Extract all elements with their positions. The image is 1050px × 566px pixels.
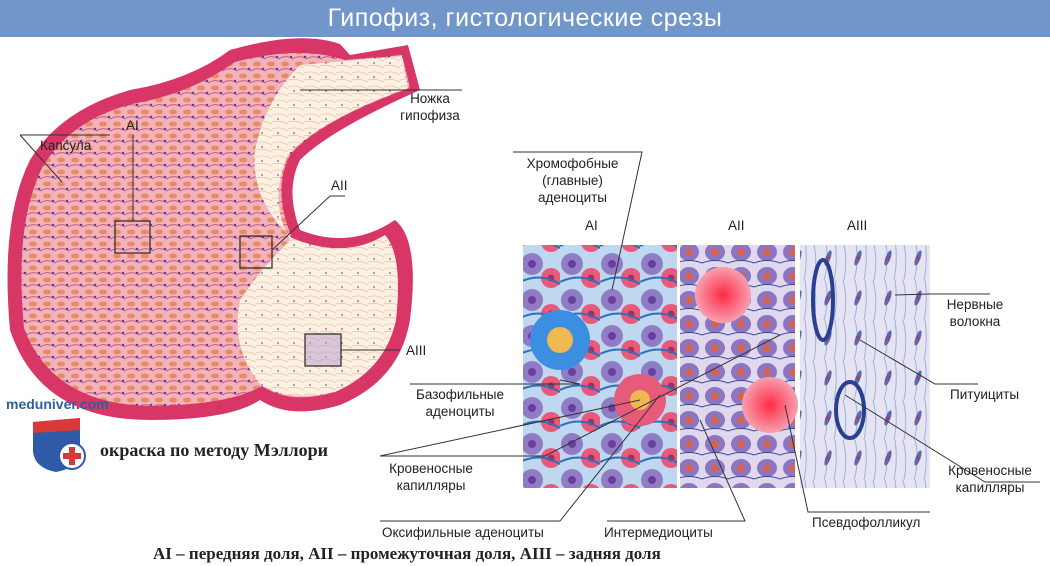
- label-line: капилляры: [955, 480, 1025, 495]
- label-line: Хромофобные: [526, 156, 619, 171]
- label-aiii-overview: AIII: [406, 343, 427, 358]
- label-aii-overview: AII: [331, 178, 348, 193]
- label-line: волокна: [949, 314, 1001, 329]
- label-chromophobe: Хромофобные (главные) аденоциты: [510, 155, 635, 206]
- label-capsule: Капсула: [40, 138, 92, 153]
- label-line: Кровеносные: [389, 461, 473, 476]
- meduniver-logo: [33, 418, 86, 472]
- label-pituicytes: Питуициты: [950, 387, 1020, 402]
- label-line: Ножка: [410, 91, 450, 106]
- label-intermediocytes: Интермедиоциты: [604, 525, 713, 540]
- page-title: Гипофиз, гистологические срезы: [0, 0, 1050, 37]
- label-line: аденоциты: [537, 190, 608, 205]
- label-line: гипофиза: [400, 108, 460, 123]
- label-nerve-fibers: Нервные волокна: [940, 296, 1010, 330]
- panel-label-ai: AI: [585, 218, 598, 233]
- stain-caption: окраска по методу Мэллори: [100, 440, 329, 460]
- detail-panels: [379, 151, 1040, 522]
- label-oxyphil: Оксифильные аденоциты: [382, 525, 544, 540]
- label-line: (главные): [542, 173, 603, 188]
- panel-aiii-image: [800, 245, 930, 488]
- label-capillaries-left: Кровеносные капилляры: [376, 460, 486, 494]
- panel-label-aiii: AIII: [847, 218, 868, 233]
- label-capillaries-right: Кровеносные капилляры: [935, 462, 1045, 496]
- panel-label-aii: AII: [728, 218, 745, 233]
- label-line: Нервные: [946, 297, 1004, 312]
- label-basophil: Базофильные аденоциты: [408, 386, 512, 420]
- label-line: капилляры: [396, 478, 466, 493]
- label-ai-overview: AI: [126, 118, 139, 133]
- label-line: Базофильные: [416, 387, 504, 402]
- watermark: meduniver.com: [6, 396, 109, 412]
- label-line: аденоциты: [425, 404, 495, 419]
- bottom-caption: AI – передняя доля, AII – промежуточная …: [153, 544, 661, 563]
- pituitary-overview: [7, 38, 462, 421]
- label-line: Кровеносные: [948, 463, 1032, 478]
- label-pseudofollicle: Псевдофолликул: [812, 515, 921, 530]
- label-stalk: Ножка гипофиза: [398, 90, 462, 124]
